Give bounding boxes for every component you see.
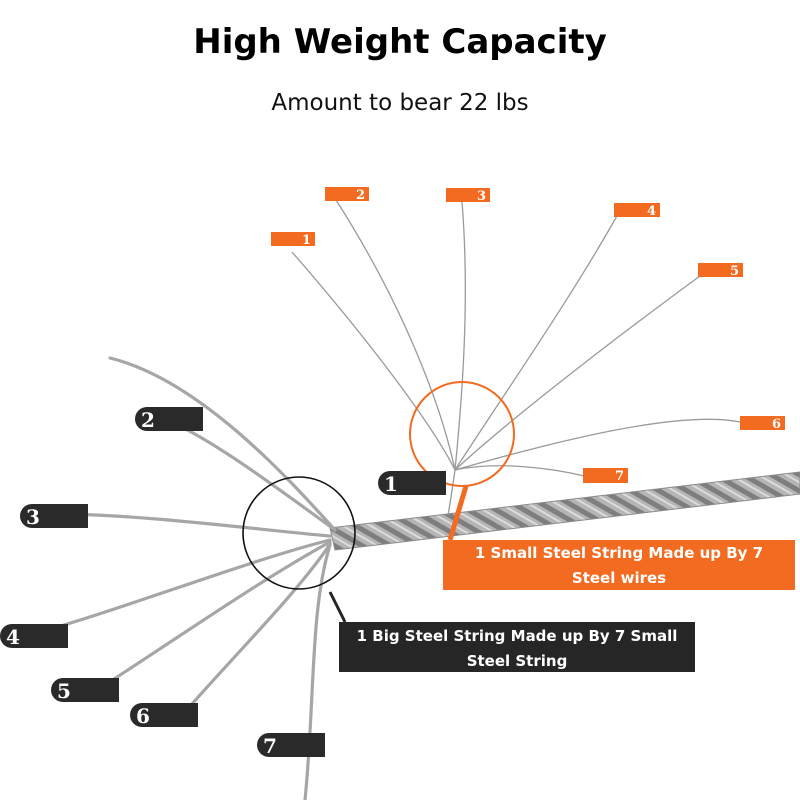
big-strand-wires <box>38 356 337 800</box>
svg-text:7: 7 <box>263 734 277 758</box>
svg-text:4: 4 <box>6 625 20 649</box>
wire-label-7: 7 <box>583 468 628 484</box>
svg-text:4: 4 <box>647 204 656 219</box>
small-string-callout: 1 Small Steel String Made up By 7 Steel … <box>443 540 795 590</box>
big-callout-leader <box>328 591 347 623</box>
strand-label-1: 1 <box>378 471 446 496</box>
strand-label-4: 4 <box>0 624 68 649</box>
svg-text:7: 7 <box>615 469 624 484</box>
small-string-callout-line2: Steel wires <box>571 569 667 587</box>
strand-label-5: 5 <box>51 678 119 703</box>
strand-label-3: 3 <box>20 504 88 529</box>
big-string-callout-line2: Steel String <box>466 652 568 670</box>
big-string-highlight-circle <box>242 476 356 590</box>
big-string-callout-line1: 1 Big Steel String Made up By 7 Small <box>356 627 678 645</box>
svg-text:1: 1 <box>302 233 311 248</box>
wire-label-6: 6 <box>740 416 785 432</box>
main-cable <box>329 471 800 551</box>
strand-label-7: 7 <box>257 733 325 758</box>
svg-text:1: 1 <box>384 472 398 496</box>
svg-text:2: 2 <box>141 408 155 432</box>
svg-text:6: 6 <box>772 417 781 432</box>
svg-text:6: 6 <box>136 704 150 728</box>
small-strand-wires <box>291 199 741 516</box>
svg-text:5: 5 <box>57 679 71 703</box>
wire-label-3: 3 <box>446 188 490 204</box>
svg-text:2: 2 <box>356 188 365 203</box>
page-title: High Weight Capacity <box>193 22 607 62</box>
strand-labels: 1 2 3 4 5 6 7 <box>0 407 446 758</box>
small-callout-leader <box>447 485 469 541</box>
capacity-subtitle: Amount to bear 22 lbs <box>271 90 529 116</box>
small-string-callout-line1: 1 Small Steel String Made up By 7 <box>474 544 764 562</box>
wire-label-5: 5 <box>698 263 743 279</box>
svg-text:5: 5 <box>730 264 739 279</box>
small-string-highlight-circle <box>409 381 515 487</box>
strand-label-2: 2 <box>135 407 203 432</box>
wire-label-4: 4 <box>614 203 660 219</box>
wire-label-1: 1 <box>271 232 315 248</box>
wire-labels: 1 2 3 4 5 6 7 <box>271 187 785 484</box>
svg-text:3: 3 <box>477 189 486 204</box>
big-string-callout: 1 Big Steel String Made up By 7 Small St… <box>339 622 695 672</box>
svg-text:3: 3 <box>26 505 40 529</box>
strand-label-6: 6 <box>130 703 198 728</box>
wire-label-2: 2 <box>325 187 369 203</box>
